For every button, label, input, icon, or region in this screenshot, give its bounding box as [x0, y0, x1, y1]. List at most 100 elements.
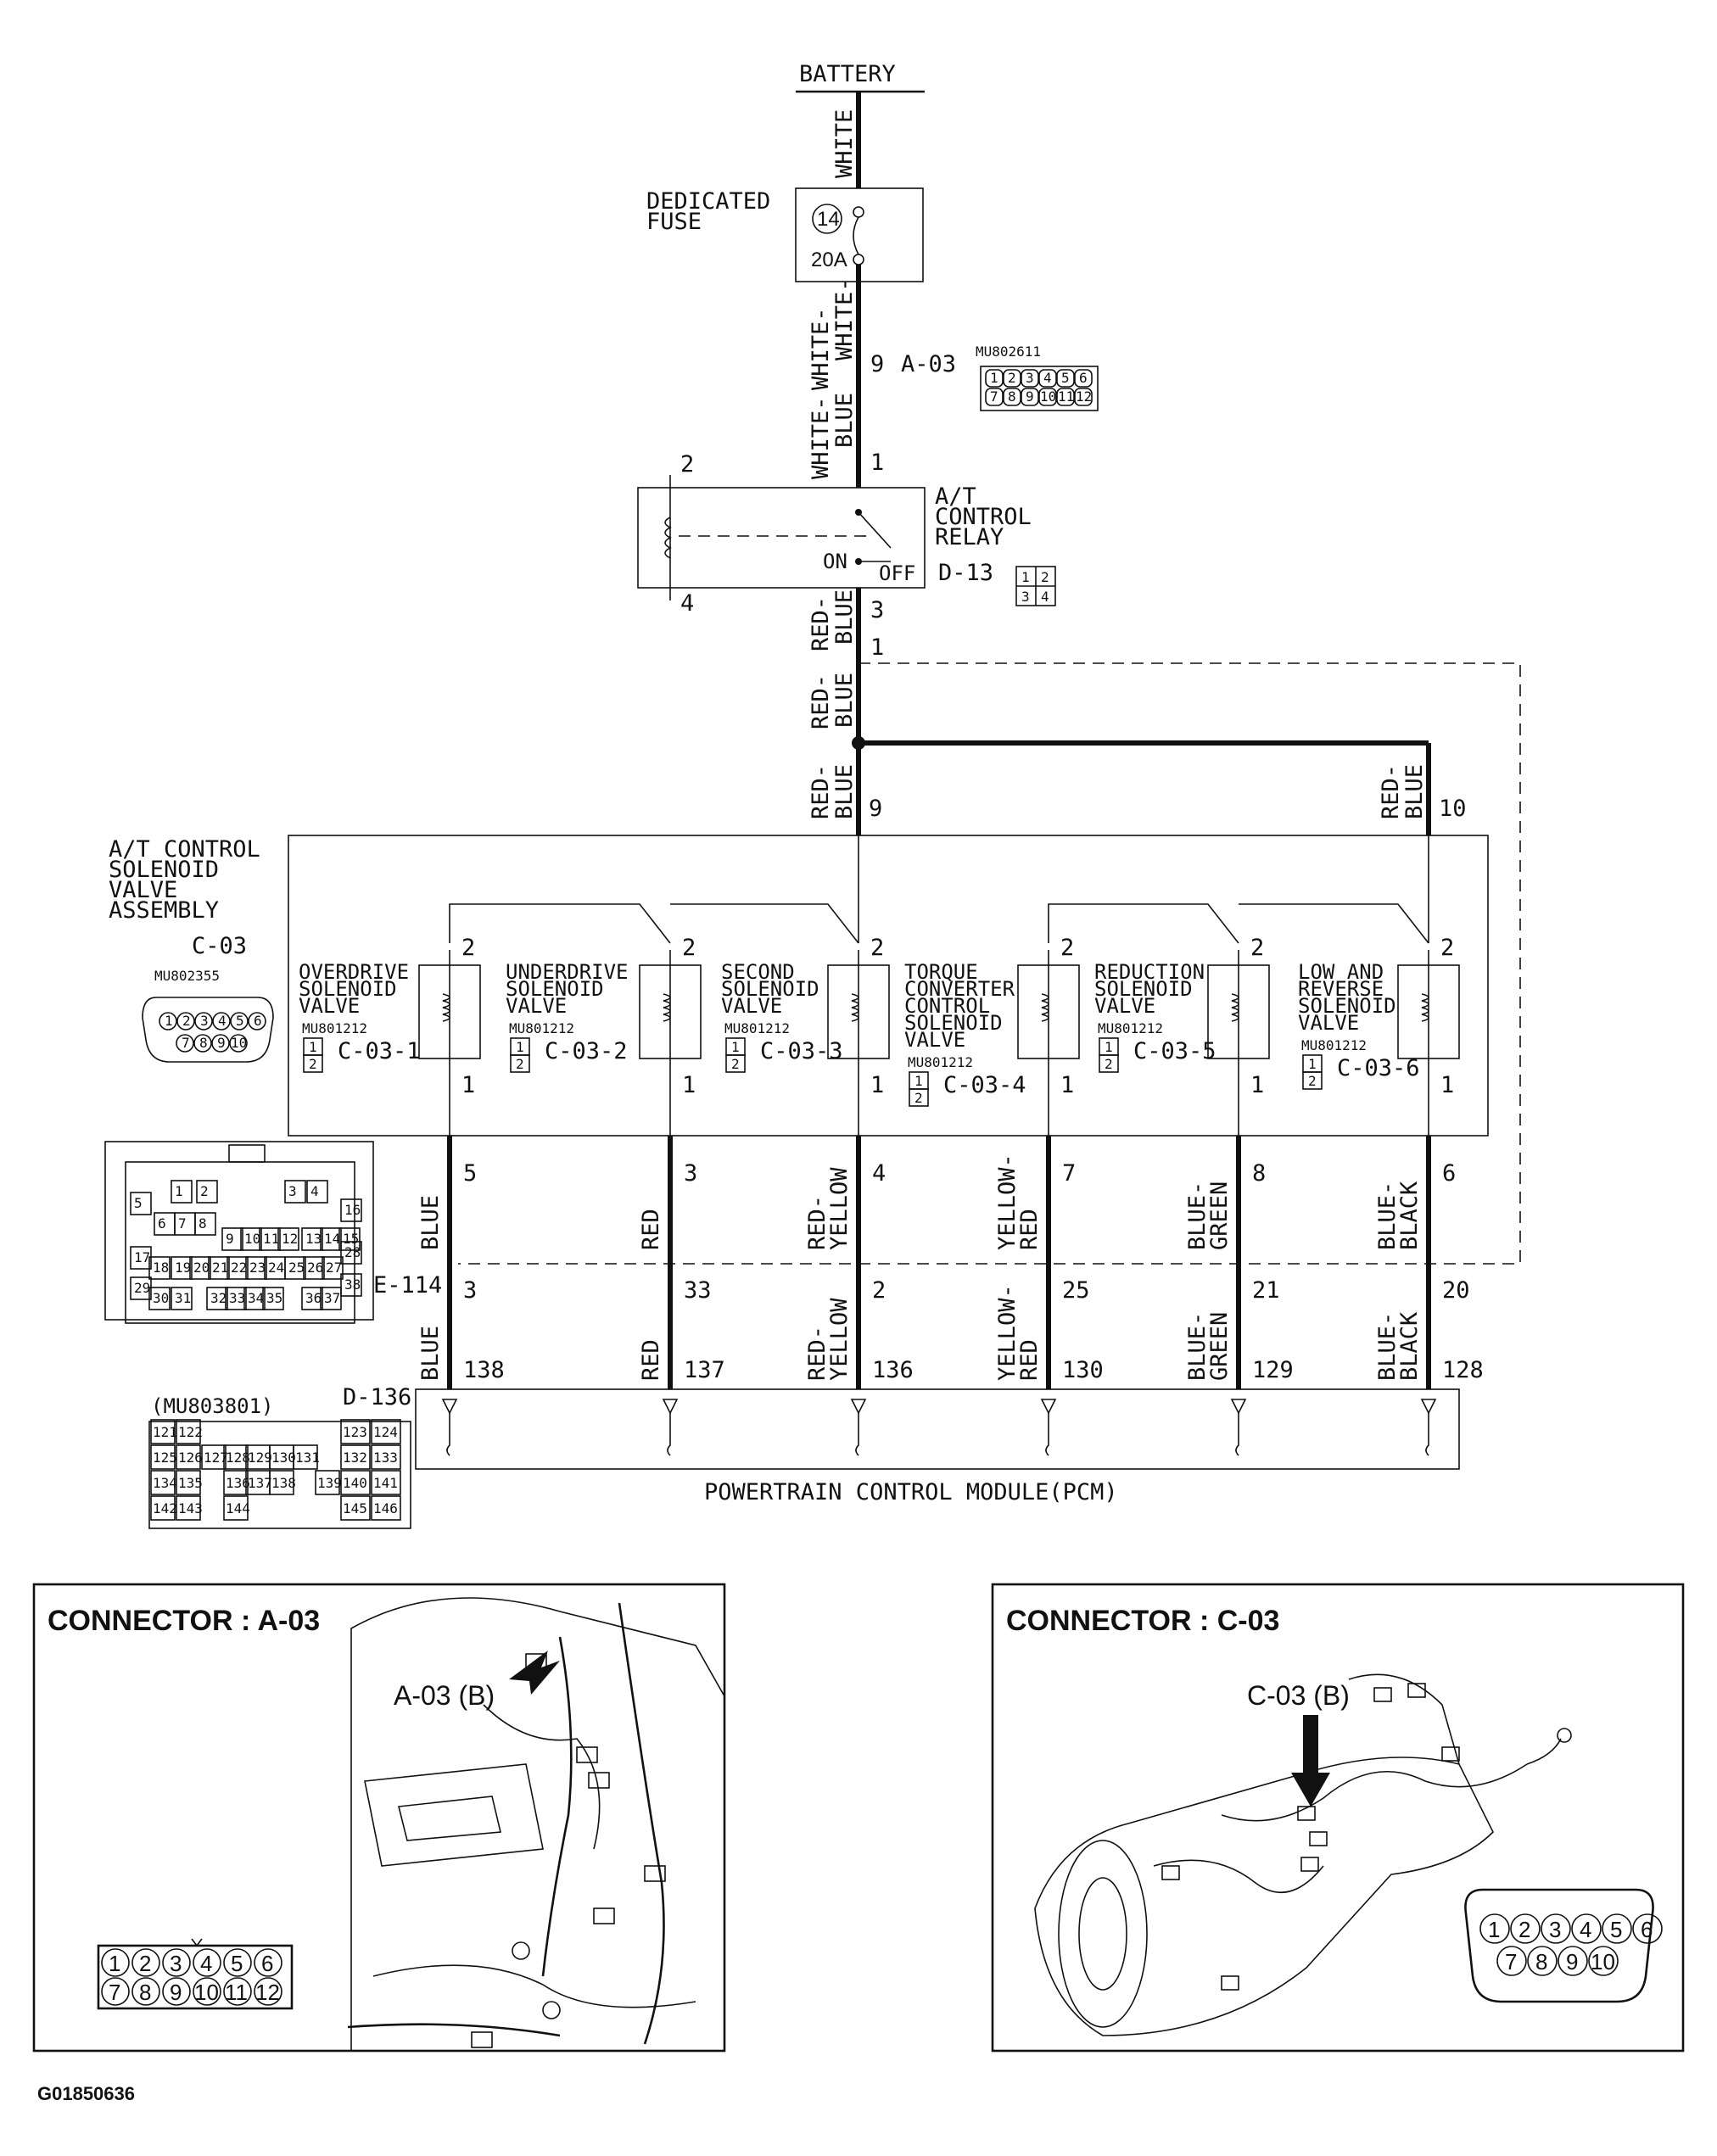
- valve-out-pin: 8: [1252, 1160, 1266, 1187]
- valve-label: OVERDRIVE: [299, 960, 409, 984]
- pin10-wire-b: BLUE: [1401, 764, 1428, 819]
- relay-pin-4: 4: [680, 590, 694, 617]
- valve-connector-id: C-03-2: [545, 1038, 628, 1064]
- wire-white-blue-4: BLUE: [831, 393, 858, 448]
- relay-label-1: A/T: [935, 483, 976, 510]
- pcm-grid-pin: 143: [178, 1500, 203, 1516]
- pcm-part: (MU803801): [151, 1394, 274, 1418]
- pcm-label: POWERTRAIN CONTROL MODULE(PCM): [704, 1479, 1118, 1505]
- valve-part: MU801212: [302, 1020, 367, 1036]
- e114-grid-pin: 35: [266, 1290, 282, 1306]
- e114-grid-pin: 13: [305, 1231, 322, 1247]
- valve-pin-top: 2: [682, 935, 696, 961]
- e114-pin: 33: [684, 1277, 712, 1304]
- panel-a03-title: CONNECTOR : A-03: [48, 1605, 320, 1637]
- pcm-grid-pin: 139: [317, 1475, 342, 1491]
- valve-ic-pin: 2: [914, 1090, 923, 1106]
- e114-pin: 2: [872, 1277, 886, 1304]
- valve-ic-pin: 1: [1308, 1056, 1317, 1072]
- e114-grid-pin: 9: [226, 1231, 234, 1247]
- e114-pin: 3: [463, 1277, 477, 1304]
- pcm-pin: 129: [1252, 1357, 1294, 1383]
- valve-ic-pin: 2: [1105, 1056, 1113, 1072]
- pcm-grid-pin: 122: [178, 1424, 203, 1440]
- valve-pin-bottom: 1: [1440, 1072, 1454, 1098]
- valve-connector-id: C-03-6: [1337, 1055, 1420, 1081]
- wire-color: GREEN: [1206, 1312, 1233, 1381]
- valve-part: MU801212: [724, 1020, 790, 1036]
- e114-grid-pin: 8: [199, 1215, 207, 1232]
- relay-off: OFF: [879, 561, 915, 585]
- pcm-grid-pin: 133: [373, 1449, 398, 1466]
- relay-out-label-b: RED-: [808, 674, 834, 729]
- pin9-wire-b: BLUE: [831, 764, 858, 819]
- valve-connector-id: C-03-4: [943, 1072, 1026, 1098]
- wire-white-blue-2: WHITE-: [808, 396, 834, 479]
- relay-on: ON: [823, 550, 847, 573]
- panel-c03-pin: 1: [1488, 1917, 1500, 1942]
- panel-a03-pin: 3: [170, 1951, 182, 1976]
- pcm-grid-pin: 142: [153, 1500, 177, 1516]
- pcm-grid-pin: 145: [343, 1500, 367, 1516]
- relay-pin-2: 2: [680, 451, 694, 478]
- a03-grid-pin: 3: [1026, 370, 1034, 386]
- e114-grid-pin: 16: [344, 1202, 361, 1218]
- assembly-pin-9: 9: [869, 796, 882, 822]
- panel-c03: [991, 1583, 1685, 2053]
- valve-pin-bottom: 1: [870, 1072, 884, 1098]
- valve-ic-pin: 1: [731, 1039, 740, 1055]
- valve-ic-pin: 2: [516, 1056, 524, 1072]
- pcm-grid-pin: 137: [248, 1475, 272, 1491]
- a03-grid-pin: 5: [1061, 370, 1070, 386]
- wire-white: WHITE: [831, 109, 858, 178]
- wire-color: RED-: [804, 1195, 831, 1250]
- valve-pin-bottom: 1: [1060, 1072, 1074, 1098]
- pcm-grid-pin: 130: [271, 1449, 296, 1466]
- a03-grid-pin: 4: [1043, 370, 1052, 386]
- figure-id: G01850636: [37, 2083, 135, 2104]
- wire-color: RED: [1016, 1339, 1043, 1381]
- valve-label: CONVERTER: [904, 977, 1015, 1001]
- e114-id: E-114: [373, 1272, 442, 1299]
- assembly-pin-10: 10: [1439, 796, 1467, 822]
- valve-pin-bottom: 1: [1250, 1072, 1264, 1098]
- panel-c03-pin: 5: [1610, 1917, 1622, 1942]
- wire-color: BLUE-: [1374, 1181, 1401, 1250]
- panel-c03-pin: 7: [1505, 1949, 1517, 1974]
- panel-c03-pin: 3: [1549, 1917, 1561, 1942]
- e114-grid-pin: 11: [263, 1231, 279, 1247]
- pcm-pin: 130: [1062, 1357, 1104, 1383]
- valve-pin-bottom: 1: [682, 1072, 696, 1098]
- pcm-grid-pin: 138: [271, 1475, 296, 1491]
- valve-label: LOW AND: [1298, 960, 1384, 984]
- valve-label: VALVE: [1298, 1011, 1359, 1035]
- valve-part: MU801212: [908, 1054, 973, 1070]
- pcm-box: [415, 1388, 1460, 1470]
- a03-grid-pin: 12: [1076, 388, 1092, 405]
- wire-color: BLUE-: [1184, 1312, 1211, 1381]
- panel-c03-pin: 8: [1535, 1949, 1547, 1974]
- e114-grid-pin: 25: [288, 1260, 305, 1276]
- assembly-part: MU802355: [154, 968, 220, 984]
- wire-color: RED: [1016, 1209, 1043, 1250]
- e114-grid-pin: 6: [158, 1215, 166, 1232]
- solenoid-assembly-box: [288, 835, 1489, 1137]
- wire-color: BLUE-: [1184, 1181, 1211, 1250]
- panel-a03-callout: A-03 (B): [394, 1680, 495, 1711]
- c03-grid-pin: 10: [231, 1035, 247, 1051]
- assembly-id: C-03: [192, 933, 247, 959]
- wire-color: BLUE: [417, 1195, 444, 1250]
- panel-a03-pin: 7: [109, 1980, 120, 2005]
- e114-grid-pin: 38: [344, 1276, 361, 1293]
- wire-color: RED-: [804, 1326, 831, 1381]
- valve-connector-id: C-03-3: [760, 1038, 843, 1064]
- valve-ic-pin: 1: [1105, 1039, 1113, 1055]
- valve-ic-pin: 1: [914, 1073, 923, 1089]
- pcm-grid-pin: 121: [153, 1424, 177, 1440]
- c03-grid-pin: 4: [218, 1013, 227, 1029]
- e114-grid-pin: 28: [344, 1244, 361, 1260]
- valve-label: SOLENOID: [904, 1011, 1003, 1035]
